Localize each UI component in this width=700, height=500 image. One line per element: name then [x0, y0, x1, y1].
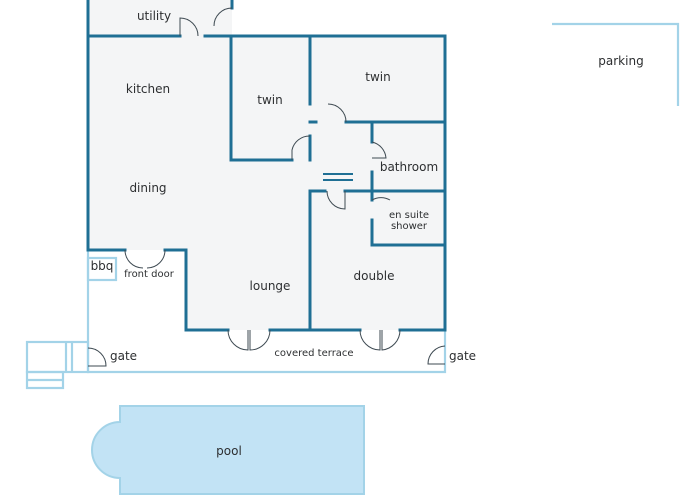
label-bathroom: bathroom [380, 160, 438, 174]
en-suite-door [371, 197, 391, 201]
house-floor [88, 36, 445, 330]
label-kitchen: kitchen [126, 82, 170, 96]
utility-door-2 [213, 7, 233, 27]
label-shower: shower [391, 221, 428, 232]
bathroom-door [371, 141, 387, 159]
label-dining: dining [129, 181, 166, 195]
utility-door [179, 17, 199, 37]
gate-right-swing [427, 345, 446, 365]
double-terrace-door [359, 329, 401, 351]
doors [87, 7, 446, 367]
bbq-box [86, 256, 118, 282]
twin-1-door [291, 135, 311, 160]
label-covered-terrace: covered terrace [274, 348, 353, 359]
parking-outline [552, 22, 680, 106]
label-pool: pool [216, 444, 242, 458]
label-gate-right: gate [449, 349, 476, 363]
hall-cupboard [323, 173, 353, 181]
walls [86, 0, 447, 332]
label-utility: utility [137, 9, 171, 23]
label-front-door: front door [124, 269, 175, 280]
double-door [326, 190, 346, 210]
twin-2-door [327, 103, 347, 123]
label-twin-1: twin [257, 93, 282, 107]
label-twin-2: twin [365, 70, 390, 84]
label-lounge: lounge [250, 279, 291, 293]
label-bbq: bbq [91, 259, 114, 273]
label-double: double [354, 269, 395, 283]
label-en-suite: en suite [389, 210, 429, 221]
gate-left-swing [87, 347, 107, 367]
front-door [124, 249, 166, 269]
lounge-terrace-door [227, 329, 271, 351]
pool-steps [25, 340, 90, 390]
pool-shape [91, 405, 365, 495]
label-gate-left: gate [110, 349, 137, 363]
label-parking: parking [598, 54, 643, 68]
utility-floor [88, 0, 232, 36]
